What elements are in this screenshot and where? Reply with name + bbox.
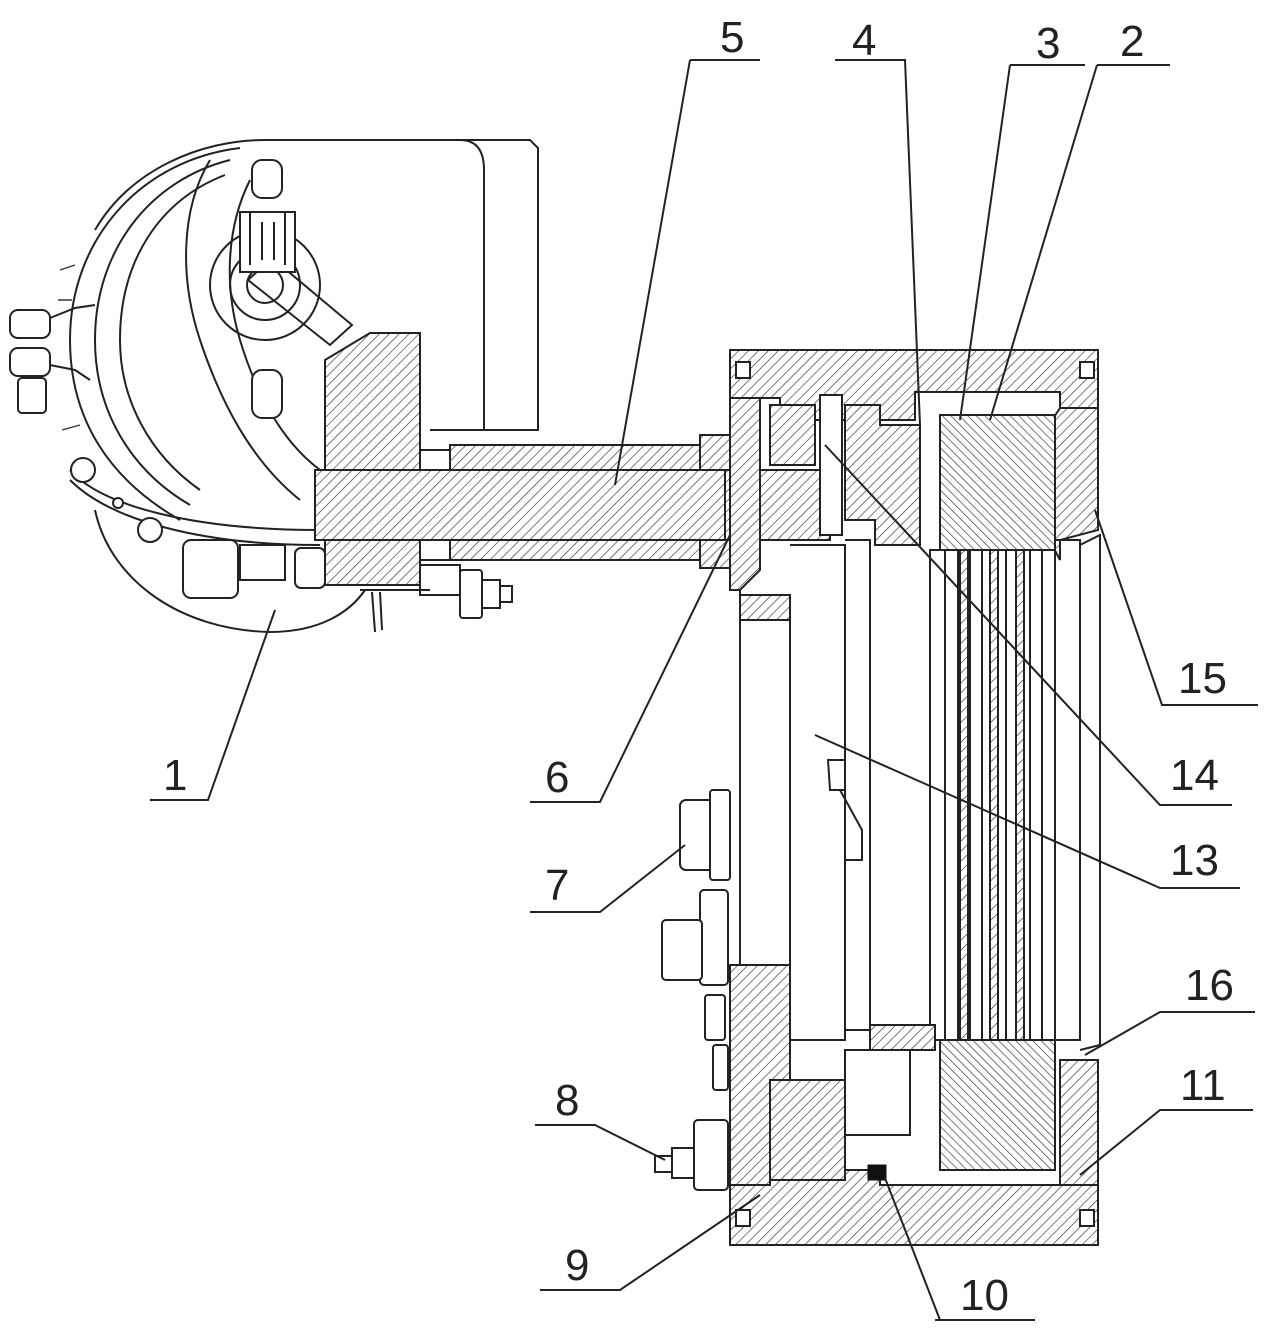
label-7: 7 <box>545 861 569 910</box>
label-4: 4 <box>852 16 876 65</box>
label-16: 16 <box>1185 961 1234 1010</box>
friction-pack-upper <box>939 414 1056 551</box>
friction-pack-lower <box>939 1039 1056 1171</box>
label-13: 13 <box>1170 836 1219 885</box>
label-10: 10 <box>960 1271 1009 1320</box>
housing <box>654 349 1101 1246</box>
label-15: 15 <box>1178 654 1227 703</box>
label-6: 6 <box>545 753 569 802</box>
label-2: 2 <box>1120 17 1144 66</box>
label-8: 8 <box>555 1076 579 1125</box>
leader-lines <box>150 59 1258 1321</box>
label-11: 11 <box>1180 1061 1226 1110</box>
label-1: 1 <box>163 751 187 800</box>
label-9: 9 <box>565 1241 589 1290</box>
label-5: 5 <box>720 13 744 62</box>
label-14: 14 <box>1170 751 1219 800</box>
actuator-assembly <box>9 139 539 634</box>
label-3: 3 <box>1036 19 1060 68</box>
reference-numerals: 1 2 3 4 5 6 7 8 9 10 11 13 14 15 16 <box>163 13 1234 1320</box>
